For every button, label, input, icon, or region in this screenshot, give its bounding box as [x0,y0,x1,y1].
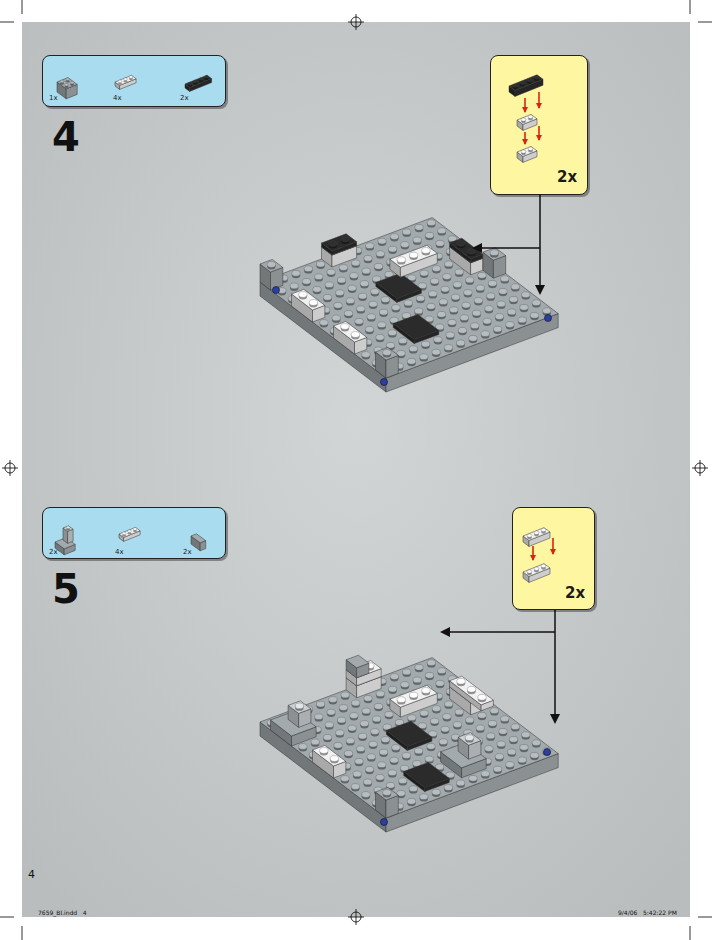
part-count: 2x [183,548,192,556]
step-number: 4 [52,114,80,160]
callout-box: 2x [490,55,588,195]
part-count: 4x [115,548,124,556]
page-ground [22,22,690,917]
part-count: 1x [49,94,58,102]
part-count: 4x [113,94,122,102]
part-count: 2x [49,548,58,556]
part-count: 2x [557,168,577,186]
part-count: 2x [180,94,189,102]
print-date: 9/4/06 5:42:22 PM [618,909,677,916]
file-slug: 7659_BI.indd 4 [38,909,87,916]
part-icons [43,508,227,560]
part-count: 2x [565,584,585,602]
parts-list-box: 2x 4x 2x [42,507,226,559]
part-icons [43,56,227,108]
page-number: 4 [28,868,35,881]
step-number: 5 [52,566,80,612]
callout-box: 2x [512,507,595,610]
arrows [442,195,555,722]
parts-list-box: 1x 4x 2x [42,55,226,107]
